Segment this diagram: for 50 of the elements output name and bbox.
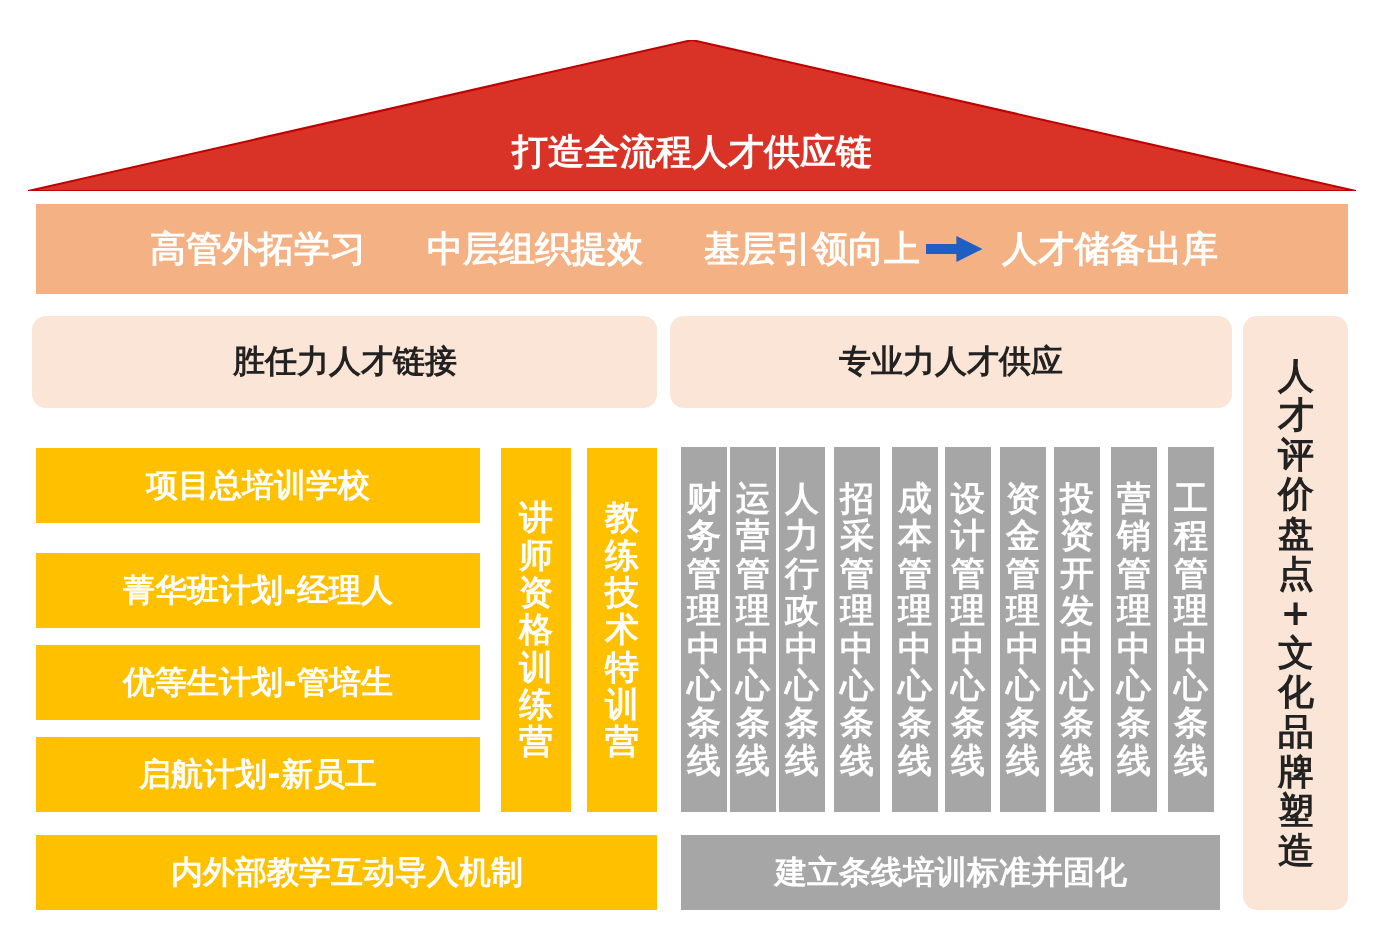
program-text: 项目总培训学校 [146,464,370,506]
program-box [36,737,480,812]
program-text: 优等生计划-管培生 [123,661,393,703]
roof-triangle [28,40,1356,191]
header-panel [670,316,1232,408]
department-column [1111,447,1157,812]
department-column [779,447,825,812]
roof-title: 打造全流程人才供应链 [512,130,872,174]
department-text: 招采管理中心条线 [840,479,874,780]
program-text: 讲师资格训练营 [519,499,553,761]
program-text: 内外部教学互动导入机制 [170,851,523,893]
department-text: 投资开发中心条线 [1060,479,1094,780]
program-box [36,645,480,720]
department-text: 财务管理中心条线 [687,479,721,780]
department-text: 工程管理中心条线 [1174,479,1208,780]
department-text: 营销管理中心条线 [1117,479,1151,780]
department-column [834,447,880,812]
program-box [36,553,480,628]
program-text: 教练技术特训营 [605,499,639,761]
program-text: 启航计划-新员工 [139,753,377,795]
department-text: 资金管理中心条线 [1006,479,1040,780]
program-text: 菁华班计划-经理人 [123,569,393,611]
header-text: 专业力人才供应 [839,341,1063,382]
header-panel [32,316,657,408]
department-column [1000,447,1046,812]
standard-text: 建立条线培训标准并固化 [774,851,1127,893]
department-column [1168,447,1214,812]
banner-text: 中层组织提效 [427,226,643,271]
department-column [892,447,938,812]
program-box [36,835,657,910]
program-column [501,448,571,812]
arrow [926,236,983,262]
banner-text: 人才储备出库 [1002,226,1218,271]
department-text: 设计管理中心条线 [951,479,985,780]
banner-text: 基层引领向上 [704,226,920,271]
header-text: 胜任力人才链接 [232,341,457,382]
department-column [681,447,727,812]
department-text: 运营管理中心条线 [736,479,770,780]
department-text: 成本管理中心条线 [898,479,932,780]
side-panel [1243,316,1348,910]
side-text: 人才评价盘点+文化品牌塑造 [1277,355,1314,871]
banner-text: 高管外拓学习 [150,226,366,271]
standard-box [681,835,1220,910]
department-column [945,447,991,812]
banner-band [36,204,1348,294]
program-column [587,448,657,812]
department-column [730,447,776,812]
program-box [36,448,480,523]
department-text: 人力行政中心条线 [785,479,819,780]
department-column [1054,447,1100,812]
